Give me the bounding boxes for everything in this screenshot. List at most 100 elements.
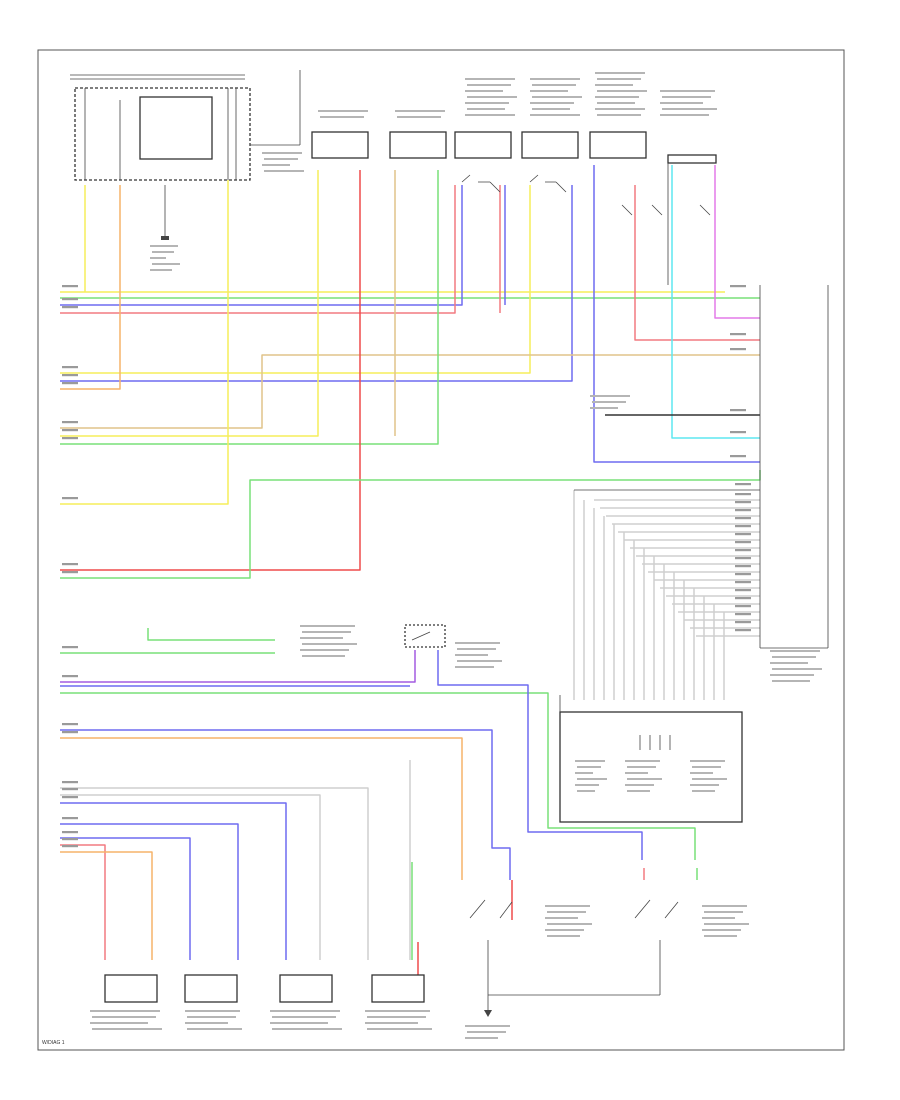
label-mark-13 bbox=[62, 675, 78, 678]
text-block-1-line-5 bbox=[532, 108, 570, 110]
wire-lightgray-65 bbox=[60, 794, 321, 960]
text-block-13-line-4 bbox=[690, 784, 719, 786]
label-mark-43 bbox=[735, 597, 751, 600]
label-mark-33 bbox=[735, 517, 751, 520]
text-block-14-line-4 bbox=[770, 674, 814, 676]
text-block-11-line-0 bbox=[575, 760, 605, 762]
wire-orange-6 bbox=[60, 185, 121, 390]
wire-yellow-8 bbox=[60, 170, 319, 437]
label-mark-7 bbox=[62, 429, 78, 432]
wire-green-60 bbox=[60, 692, 696, 860]
wire-blue-69 bbox=[60, 837, 191, 960]
label-mark-5 bbox=[62, 382, 78, 385]
text-block-9-line-5 bbox=[302, 655, 345, 657]
label-mark-44 bbox=[735, 605, 751, 608]
diagram-frame bbox=[37, 49, 845, 1051]
label-mark-26 bbox=[730, 409, 746, 412]
text-block-6-line-4 bbox=[150, 269, 172, 271]
wire-magenta-18 bbox=[714, 165, 760, 319]
wire-blue-20 bbox=[593, 165, 760, 463]
switch-matrix bbox=[559, 695, 743, 823]
wire-layer bbox=[60, 165, 761, 975]
text-block-1-line-4 bbox=[530, 102, 574, 104]
text-block-4-line-0 bbox=[318, 110, 368, 112]
wire-purple-58 bbox=[60, 650, 416, 683]
label-mark-0 bbox=[62, 285, 78, 288]
label-mark-1 bbox=[62, 298, 78, 301]
text-block-15-line-3 bbox=[547, 923, 592, 925]
right-connector bbox=[574, 285, 829, 649]
text-block-15-line-2 bbox=[545, 917, 578, 919]
text-block-0-line-2 bbox=[465, 90, 503, 92]
text-block-1-line-1 bbox=[532, 84, 576, 86]
label-mark-35 bbox=[735, 533, 751, 536]
wire-cyan-19 bbox=[671, 165, 760, 439]
label-mark-9 bbox=[62, 497, 78, 500]
text-block-3-line-3 bbox=[662, 108, 717, 110]
text-block-4-line-1 bbox=[320, 116, 364, 118]
text-block-12-line-5 bbox=[627, 790, 650, 792]
text-block-21-line-2 bbox=[465, 1037, 498, 1039]
label-mark-31 bbox=[735, 501, 751, 504]
text-block-2-line-0 bbox=[595, 72, 645, 74]
text-block-16-line-0 bbox=[702, 905, 747, 907]
wire-blue-61 bbox=[437, 650, 643, 860]
text-block-2-line-2 bbox=[595, 84, 633, 86]
text-block-17-line-3 bbox=[92, 1028, 162, 1030]
text-block-6-line-3 bbox=[152, 263, 180, 265]
text-block-2-line-3 bbox=[597, 90, 647, 92]
wire-pink-70 bbox=[60, 844, 106, 960]
wire-green-56 bbox=[147, 628, 275, 641]
text-block-6-line-2 bbox=[150, 257, 166, 259]
label-mark-4 bbox=[62, 374, 78, 377]
wire-red-11 bbox=[60, 170, 361, 571]
text-block-19-line-3 bbox=[272, 1028, 342, 1030]
text-block-10-line-1 bbox=[592, 401, 626, 403]
text-block-7-line-2 bbox=[262, 164, 290, 166]
top-left-module bbox=[70, 70, 301, 240]
page-number: W/DIAG 1 bbox=[42, 1040, 65, 1046]
text-block-0-line-5 bbox=[467, 108, 505, 110]
text-block-9-line-3 bbox=[302, 643, 357, 645]
text-block-10-line-0 bbox=[590, 395, 630, 397]
wire-blue-62 bbox=[60, 729, 511, 880]
text-block-19-line-0 bbox=[270, 1010, 340, 1012]
text-block-2-line-6 bbox=[595, 108, 645, 110]
text-block-8-line-1 bbox=[457, 648, 496, 650]
text-block-21-line-1 bbox=[467, 1031, 506, 1033]
label-mark-46 bbox=[735, 621, 751, 624]
text-block-8-line-0 bbox=[455, 642, 500, 644]
text-block-18-line-1 bbox=[187, 1016, 236, 1018]
text-block-16-line-5 bbox=[704, 935, 737, 937]
text-block-18-line-0 bbox=[185, 1010, 240, 1012]
text-block-8-line-2 bbox=[455, 654, 488, 656]
bottom-boxes bbox=[104, 974, 425, 1003]
label-mark-38 bbox=[735, 557, 751, 560]
label-mark-20 bbox=[62, 831, 78, 834]
label-mark-17 bbox=[62, 788, 78, 791]
text-block-2-line-4 bbox=[595, 96, 639, 98]
label-mark-21 bbox=[62, 838, 78, 841]
text-block-9-line-2 bbox=[300, 637, 343, 639]
text-block-0-line-4 bbox=[465, 102, 509, 104]
text-block-9-line-1 bbox=[302, 631, 351, 633]
text-block-14-line-2 bbox=[770, 662, 808, 664]
text-block-18-line-3 bbox=[187, 1028, 242, 1030]
text-block-9-line-0 bbox=[300, 625, 355, 627]
wire-blue-2 bbox=[60, 185, 463, 306]
text-block-0-line-3 bbox=[467, 96, 517, 98]
label-mark-37 bbox=[735, 549, 751, 552]
text-block-3-line-1 bbox=[662, 96, 711, 98]
text-block-12-line-3 bbox=[627, 778, 662, 780]
text-block-12-line-4 bbox=[625, 784, 654, 786]
wire-blue-5 bbox=[60, 185, 573, 382]
text-block-14-line-0 bbox=[770, 650, 820, 652]
text-block-17-line-2 bbox=[90, 1022, 148, 1024]
text-block-11-line-4 bbox=[575, 784, 599, 786]
text-block-18-line-2 bbox=[185, 1022, 228, 1024]
text-block-3-line-4 bbox=[660, 114, 709, 116]
wire-tan-7 bbox=[60, 354, 760, 429]
label-mark-41 bbox=[735, 581, 751, 584]
text-block-0-line-6 bbox=[465, 114, 515, 116]
